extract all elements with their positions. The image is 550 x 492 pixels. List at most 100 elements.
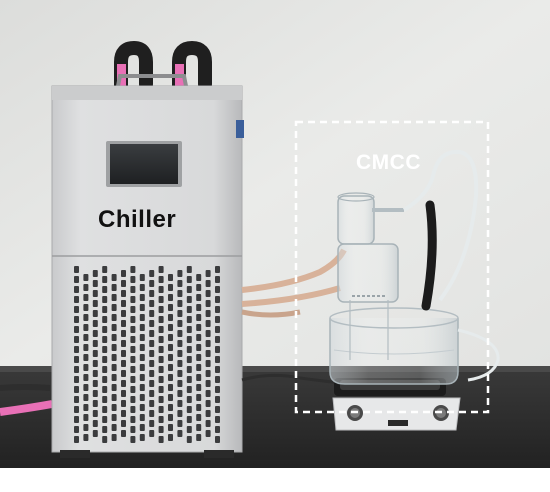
vent-slot bbox=[177, 330, 183, 337]
vent-slot bbox=[121, 340, 126, 347]
vent-slot bbox=[130, 316, 136, 323]
vent-slot bbox=[102, 286, 108, 293]
vent-slot bbox=[149, 310, 155, 317]
vent-slot bbox=[130, 326, 136, 333]
vent-slot bbox=[205, 400, 211, 407]
vent-slot bbox=[196, 324, 202, 331]
vent-slot bbox=[121, 350, 126, 357]
vent-slot bbox=[205, 360, 211, 367]
vent-slot bbox=[177, 340, 183, 347]
vent-slot bbox=[139, 304, 145, 311]
vent-slot bbox=[102, 396, 108, 403]
chiller-display-screen bbox=[110, 144, 178, 184]
vent-slot bbox=[92, 360, 98, 367]
vent-slot bbox=[121, 300, 126, 307]
vent-slot bbox=[158, 306, 164, 313]
vent-slot bbox=[130, 266, 136, 273]
vent-slot bbox=[186, 396, 192, 403]
vent-slot bbox=[102, 356, 108, 363]
vent-slot bbox=[83, 274, 89, 281]
vent-slot bbox=[196, 404, 202, 411]
vent-slot bbox=[83, 434, 89, 441]
vent-slot bbox=[102, 326, 108, 333]
vent-slot bbox=[177, 410, 183, 417]
vent-slot bbox=[139, 344, 145, 351]
vent-slot bbox=[215, 336, 220, 343]
vent-slot bbox=[111, 344, 117, 351]
vent-slot bbox=[149, 280, 155, 287]
vent-slot bbox=[196, 304, 202, 311]
vent-slot bbox=[74, 336, 79, 343]
vent-slot bbox=[130, 386, 136, 393]
vent-slot bbox=[196, 284, 202, 291]
vent-slot bbox=[186, 316, 192, 323]
vent-slot bbox=[130, 336, 136, 343]
vent-slot bbox=[196, 354, 202, 361]
vent-slot bbox=[177, 320, 183, 327]
vent-slot bbox=[92, 310, 98, 317]
chiller-hose-black-right bbox=[172, 40, 212, 93]
vent-slot bbox=[205, 340, 211, 347]
vent-slot bbox=[74, 386, 79, 393]
vent-slot bbox=[121, 270, 126, 277]
vent-slot bbox=[83, 414, 89, 421]
vent-slot bbox=[158, 426, 164, 433]
vent-slot bbox=[196, 334, 202, 341]
vent-slot bbox=[168, 364, 173, 371]
vent-slot bbox=[215, 406, 220, 413]
vent-slot bbox=[149, 340, 155, 347]
vent-slot bbox=[158, 436, 164, 443]
stirrer-display bbox=[388, 420, 408, 426]
vent-slot bbox=[130, 376, 136, 383]
vent-slot bbox=[149, 420, 155, 427]
vent-slot bbox=[215, 426, 220, 433]
vent-slot bbox=[168, 434, 173, 441]
chiller-foot-left bbox=[60, 450, 90, 458]
vent-slot bbox=[177, 400, 183, 407]
vent-slot bbox=[130, 296, 136, 303]
vent-slot bbox=[205, 270, 211, 277]
vent-slot bbox=[74, 376, 79, 383]
vent-slot bbox=[111, 294, 117, 301]
vent-slot bbox=[92, 420, 98, 427]
vent-slot bbox=[102, 336, 108, 343]
vent-slot bbox=[177, 300, 183, 307]
vent-slot bbox=[130, 396, 136, 403]
vent-slot bbox=[205, 320, 211, 327]
vent-slot bbox=[130, 366, 136, 373]
vent-slot bbox=[215, 436, 220, 443]
vent-slot bbox=[130, 306, 136, 313]
vent-slot bbox=[158, 286, 164, 293]
counter-edge bbox=[0, 366, 550, 372]
vent-slot bbox=[74, 426, 79, 433]
bath-water-line bbox=[333, 349, 455, 355]
vent-slot bbox=[186, 266, 192, 273]
vent-slot bbox=[111, 304, 117, 311]
vent-slot bbox=[139, 414, 145, 421]
vent-slot bbox=[158, 346, 164, 353]
vent-slot bbox=[83, 294, 89, 301]
vent-slot bbox=[102, 416, 108, 423]
vent-slot bbox=[92, 380, 98, 387]
vent-slot bbox=[92, 330, 98, 337]
vent-slot bbox=[158, 386, 164, 393]
vent-slot bbox=[74, 416, 79, 423]
vent-slot bbox=[83, 384, 89, 391]
vent-slot bbox=[186, 326, 192, 333]
vent-slot bbox=[139, 314, 145, 321]
vent-slot bbox=[102, 406, 108, 413]
vent-slot bbox=[215, 396, 220, 403]
vent-slot bbox=[168, 384, 173, 391]
vent-slot bbox=[139, 364, 145, 371]
vent-slot bbox=[121, 280, 126, 287]
black-cable-left bbox=[0, 384, 51, 391]
vent-slot bbox=[186, 386, 192, 393]
vent-slot bbox=[196, 414, 202, 421]
vent-slot bbox=[74, 366, 79, 373]
vent-slot bbox=[168, 354, 173, 361]
vent-slot bbox=[111, 324, 117, 331]
vent-slot bbox=[158, 366, 164, 373]
vent-slot bbox=[139, 334, 145, 341]
black-sleeve-tube bbox=[421, 200, 437, 311]
vent-slot bbox=[168, 284, 173, 291]
